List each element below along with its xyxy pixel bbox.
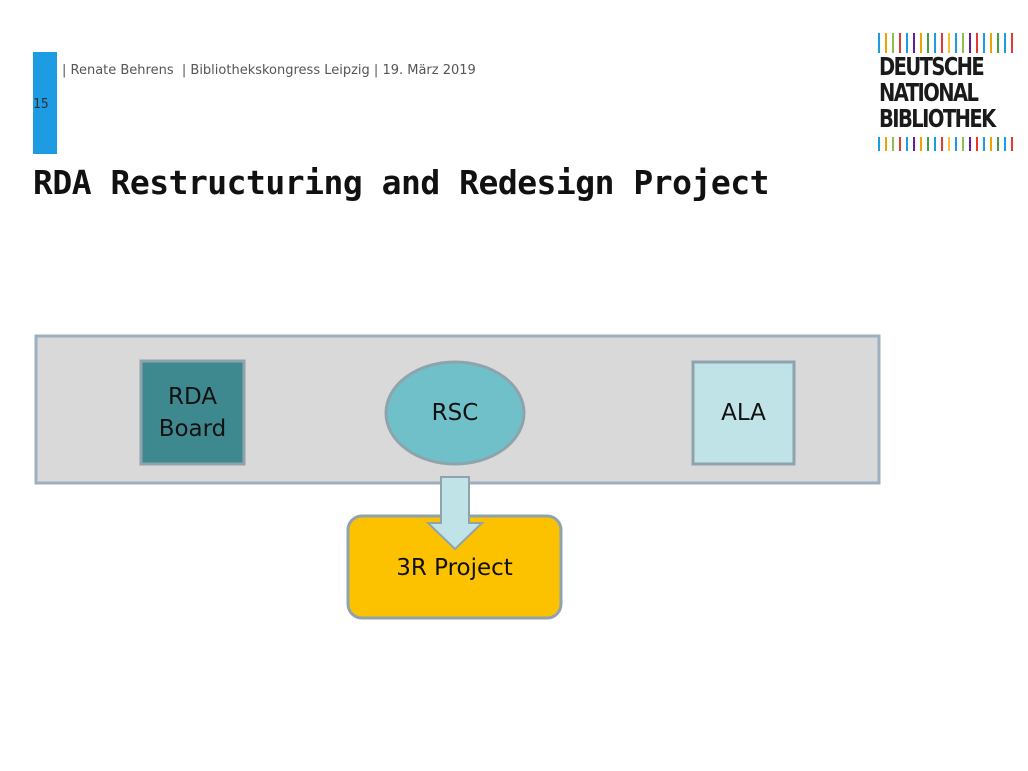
logo-line-2: NATIONAL — [879, 78, 979, 107]
accent-bar — [33, 52, 57, 154]
logo-line-1: DEUTSCHE — [879, 52, 985, 81]
logo-stripes — [877, 33, 1017, 151]
rda-board-box — [139, 359, 246, 466]
rsc-label: RSC — [431, 400, 479, 426]
ala-label: ALA — [721, 400, 766, 426]
page-title: RDA Restructuring and Redesign Project — [33, 163, 769, 202]
logo-wordmark: DEUTSCHE NATIONAL BIBLIOTHEK — [879, 52, 996, 133]
rsc-ellipse — [384, 360, 526, 466]
page-number: 15 — [33, 97, 49, 112]
down-arrow — [425, 476, 485, 551]
header-meta: | Renate Behrens | Bibliothekskongress L… — [62, 63, 476, 78]
project-label: 3R Project — [396, 555, 513, 581]
ala-box — [691, 360, 796, 466]
rda-board-label: RDA Board — [158, 383, 227, 442]
logo-line-3: BIBLIOTHEK — [879, 104, 996, 133]
dnb-logo: DEUTSCHE NATIONAL BIBLIOTHEK — [877, 33, 1017, 151]
